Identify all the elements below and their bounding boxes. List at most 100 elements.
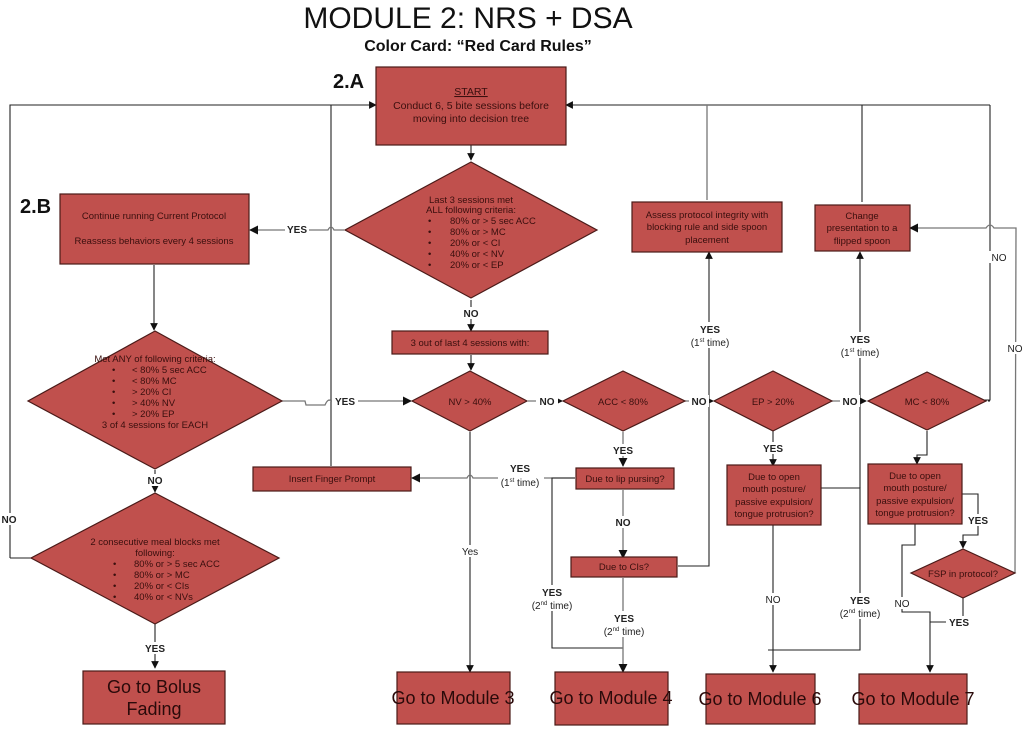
continue-line: Continue running Current Protocol (82, 211, 226, 222)
edge-consecutive-no-to-start (9, 101, 377, 558)
last3-bullet: 20% or < EP (450, 260, 504, 271)
label-ep-no: NO (843, 397, 858, 408)
bullet-dot: • (113, 581, 116, 592)
label-openep-yes-1: YES (850, 335, 870, 346)
edge-fsp-no-to-change (909, 223, 1017, 574)
label-fsp-no: NO (1008, 344, 1023, 355)
label-lip-first-time: (1st time) (501, 478, 540, 489)
label-openmc-yes: YES (968, 516, 988, 527)
bullet-dot: • (112, 409, 115, 420)
edge-metany-yes (282, 396, 412, 406)
bolus-line: Fading (126, 699, 181, 719)
open-mc-line: mouth posture/ (883, 483, 947, 494)
start-heading: START (454, 86, 488, 98)
node-continue-protocol: Continue running Current Protocol Reasse… (59, 193, 250, 265)
label-nv-no: NO (540, 397, 555, 408)
label-openep-no: NO (766, 595, 781, 606)
edge-mc-no-to-bus (955, 105, 991, 401)
section-label-2b: 2.B (20, 196, 51, 218)
change-line: flipped spoon (834, 236, 891, 247)
label-metany-no: NO (148, 476, 163, 487)
node-assess-integrity: Assess protocol integrity with blocking … (631, 201, 783, 253)
met-any-footer: 3 of 4 sessions for EACH (102, 420, 208, 431)
met-any-bullet: > 40% NV (132, 398, 176, 409)
edge-openep-yes2 (768, 487, 861, 651)
bullet-dot: • (112, 365, 115, 376)
node-mc-decision: MC < 80% (866, 371, 988, 431)
bullet-dot: • (112, 376, 115, 387)
label-acc-no: NO (692, 397, 707, 408)
bullet-dot: • (113, 592, 116, 603)
met-any-bullet: > 20% EP (132, 409, 175, 420)
last3-bullet: 80% or > 5 sec ACC (450, 216, 536, 227)
bullet-dot: • (428, 227, 431, 238)
node-met-any-decision: Met ANY of following criteria: • < 80% 5… (26, 330, 284, 470)
node-consecutive-decision: 2 consecutive meal blocks met following:… (29, 492, 281, 625)
three-of-four-text: 3 out of last 4 sessions with: (411, 338, 530, 349)
open-mc-line: tongue protrusion? (875, 508, 954, 519)
change-line: presentation to a (827, 223, 898, 234)
open-mc-line: passive expulsion/ (876, 496, 954, 507)
consecutive-line: 2 consecutive meal blocks met (90, 537, 220, 548)
edge-openmc-yes (959, 493, 979, 549)
open-mc-line: Due to open (889, 471, 941, 482)
label-consecutive-no: NO (2, 515, 17, 526)
node-insert-finger-prompt: Insert Finger Prompt (252, 466, 412, 492)
open-ep-line: passive expulsion/ (735, 497, 813, 508)
edge-last3-yes (249, 225, 344, 235)
page-subtitle: Color Card: “Red Card Rules” (364, 38, 592, 55)
label-openmc-no: NO (895, 599, 910, 610)
bullet-dot: • (112, 387, 115, 398)
label-lip-yes-2: YES (542, 588, 562, 599)
module-3-text: Go to Module 3 (391, 688, 514, 708)
node-fsp-decision: FSP in protocol? (909, 548, 1017, 599)
bolus-line: Go to Bolus (107, 677, 201, 697)
start-line: moving into decision tree (413, 113, 529, 125)
bullet-dot: • (428, 249, 431, 260)
section-label-2a: 2.A (333, 71, 364, 93)
consecutive-line: following: (135, 548, 175, 559)
met-any-bullet: < 80% 5 sec ACC (132, 365, 207, 376)
label-cis-yes-2: YES (614, 614, 634, 625)
met-any-bullet: < 80% MC (132, 376, 177, 387)
change-line: Change (845, 211, 878, 222)
assess-line: Assess protocol integrity with (646, 210, 769, 221)
met-any-bullet: > 20% CI (132, 387, 171, 398)
label-last3-no: NO (464, 309, 479, 320)
bullet-dot: • (112, 398, 115, 409)
label-acc-yes: YES (613, 446, 633, 457)
mc-text: MC < 80% (905, 397, 950, 408)
label-ep-yes: YES (763, 444, 783, 455)
label-fsp-yes: YES (949, 618, 969, 629)
module-7-text: Go to Module 7 (851, 689, 974, 709)
node-module-4: Go to Module 4 (549, 671, 673, 726)
label-openep-yes-2: YES (850, 596, 870, 607)
label-consecutive-yes: YES (145, 644, 165, 655)
consecutive-bullet: 40% or < NVs (134, 592, 193, 603)
label-metany-yes: YES (335, 397, 355, 408)
consecutive-bullet: 80% or > MC (134, 570, 190, 581)
bullet-dot: • (428, 260, 431, 271)
open-ep-line: mouth posture/ (742, 484, 806, 495)
label-lip-yes-1: YES (510, 464, 530, 475)
node-module-7: Go to Module 7 (851, 673, 975, 725)
edge-lip-yes1-to-finger (411, 473, 575, 483)
module-4-text: Go to Module 4 (549, 688, 672, 708)
bullet-dot: • (113, 559, 116, 570)
node-module-6: Go to Module 6 (698, 673, 822, 725)
node-open-mouth-ep: Due to open mouth posture/ passive expul… (726, 464, 822, 526)
fsp-text: FSP in protocol? (928, 569, 998, 580)
acc-text: ACC < 80% (598, 397, 648, 408)
label-cis-first-time: (1st time) (691, 338, 730, 349)
lip-text: Due to lip pursing? (585, 474, 664, 485)
edge-cis-yes1-to-assess (678, 251, 713, 567)
label-lip-second-time: (2nd time) (532, 601, 573, 612)
start-line: Conduct 6, 5 bite sessions before (393, 100, 549, 112)
last3-bullet: 20% or < CI (450, 238, 500, 249)
node-three-of-four: 3 out of last 4 sessions with: (391, 330, 549, 355)
bullet-dot: • (428, 238, 431, 249)
node-lip-pursing: Due to lip pursing? (575, 467, 675, 490)
label-last3-yes: YES (287, 225, 307, 236)
label-cis-second-time: (2nd time) (604, 627, 645, 638)
